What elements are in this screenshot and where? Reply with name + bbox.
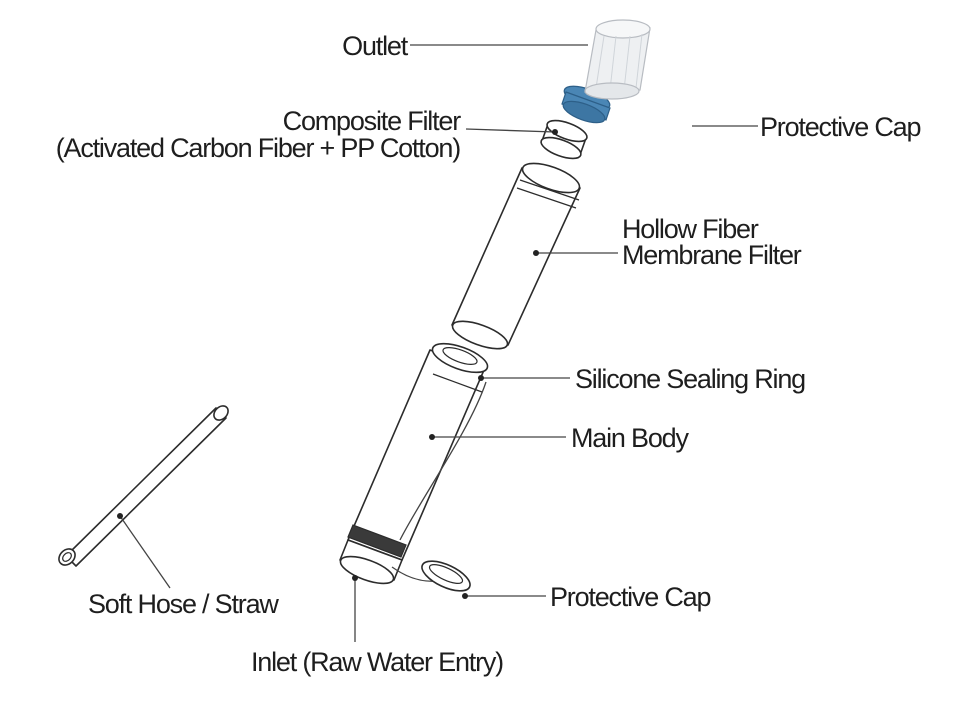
hollow-fiber-filter-part: [451, 162, 581, 350]
protective-cap-top-label: Protective Cap: [760, 112, 920, 142]
bottom-protective-cap-part: [421, 560, 471, 592]
labels: Outlet Composite Filter (Activated Carbo…: [56, 31, 922, 677]
soft-hose-part: [58, 405, 229, 567]
composite-filter-label-line2: (Activated Carbon Fiber + PP Cotton): [56, 133, 460, 163]
outlet-label: Outlet: [342, 31, 409, 61]
hollow-fiber-label-line1: Hollow Fiber: [622, 214, 759, 244]
leader-lines: [117, 44, 758, 642]
silicone-ring-label: Silicone Sealing Ring: [575, 364, 805, 394]
inlet-label: Inlet (Raw Water Entry): [251, 647, 503, 677]
protective-cap-bottom-label: Protective Cap: [550, 582, 710, 612]
outlet-cap-part: [561, 19, 651, 124]
main-body-label: Main Body: [571, 423, 689, 453]
composite-filter-part: [540, 119, 588, 160]
soft-hose-label: Soft Hose / Straw: [88, 589, 279, 619]
main-body-part: [339, 342, 489, 585]
hollow-fiber-label-line2: Membrane Filter: [622, 240, 802, 270]
composite-filter-label-line1: Composite Filter: [283, 106, 462, 136]
